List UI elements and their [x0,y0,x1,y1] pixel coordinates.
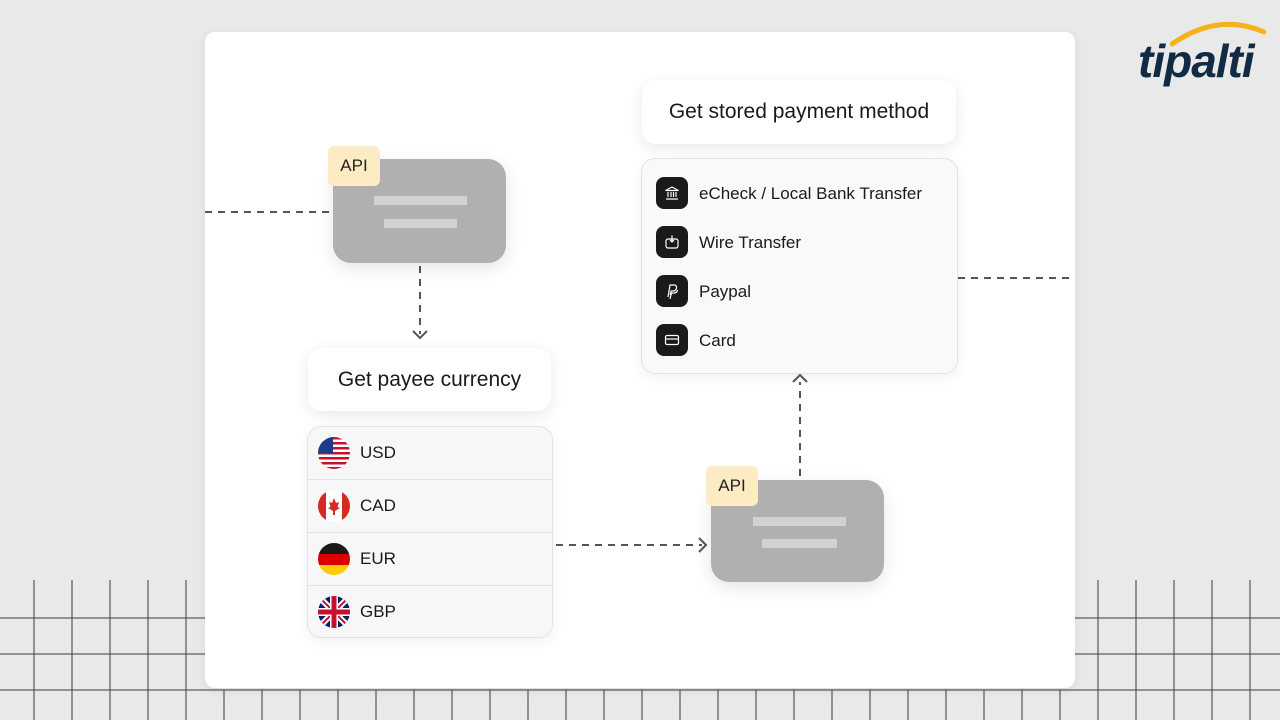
currency-label: GBP [360,602,396,621]
payment-method-label: Card [699,331,736,350]
currency-label: EUR [360,549,396,568]
currency-label: CAD [360,496,396,515]
payment-method-row: Wire Transfer [642,218,957,267]
gb-flag-icon [318,596,350,628]
api-block-placeholder-line [753,517,846,526]
currency-row-eur: EUR [308,533,552,586]
payment-method-label: eCheck / Local Bank Transfer [699,184,923,203]
payment-method-row: eCheck / Local Bank Transfer [642,169,957,218]
api-tag: API [328,146,380,186]
currency-step-title-text: Get payee currency [337,368,522,391]
payment-method-row: Paypal [642,267,957,316]
tipalti-logo: tipalti [1136,18,1266,90]
paypal-icon [656,275,688,307]
payment-method-list: eCheck / Local Bank Transfer Wire Transf… [641,158,958,374]
currency-row-cad: CAD [308,480,552,533]
api-block-placeholder-line [762,539,837,548]
api-block-placeholder-line [384,219,457,228]
logo-arc-icon [1170,21,1266,47]
currency-row-gbp: GBP [308,586,552,637]
payment-method-label: Wire Transfer [699,233,802,252]
wire-icon [656,226,688,258]
logo-text: tipalti [1138,35,1255,87]
currency-list: USD CAD EUR [307,426,553,638]
payment-step-title-text: Get stored payment method [668,100,930,123]
ca-flag-icon [318,490,350,522]
api-tag: API [706,466,758,506]
currency-row-usd: USD [308,427,552,480]
payment-step-title: Get stored payment method [642,80,956,144]
payment-method-row: Card [642,316,957,365]
us-flag-icon [318,437,350,469]
api-block-placeholder-line [374,196,467,205]
payment-method-label: Paypal [699,282,751,301]
bank-icon [656,177,688,209]
card-icon [656,324,688,356]
de-flag-icon [318,543,350,575]
currency-label: USD [360,443,396,462]
currency-step-title: Get payee currency [308,348,551,411]
